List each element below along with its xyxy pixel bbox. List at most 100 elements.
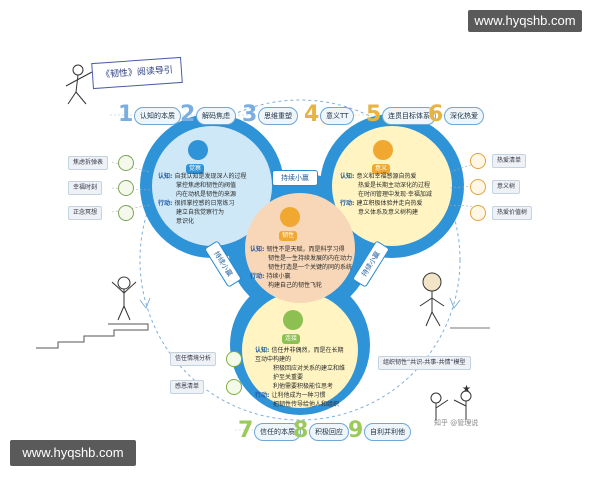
- blob-line-text: 意义和幸福感源自热爱: [356, 173, 417, 180]
- blob-line-text: 信任并非偶然，而是在长期互动中构建的: [255, 347, 344, 363]
- tool-tag: 信任情境分析: [170, 352, 217, 366]
- blob-line: 行动: 让利他成为一种习惯: [255, 391, 349, 400]
- tool-icon: [226, 351, 242, 367]
- figure-top-left: [65, 64, 93, 105]
- blob-line: 热爱是长期主动深化的过程: [340, 181, 450, 190]
- blob-line-key: 认知:: [340, 173, 357, 180]
- blob-line-key: 行动:: [250, 273, 267, 280]
- tool-tag: 意义树: [492, 180, 521, 194]
- blob-line: 韧性打造是一个关键的同的系统: [250, 263, 354, 272]
- tool-icon: [470, 179, 486, 195]
- step-label: 自利并利他: [364, 423, 411, 441]
- figure-right: [419, 272, 490, 329]
- step-label: 认知的本质: [134, 107, 181, 125]
- blob-line: 行动: 很抓掌控感的日常练习: [158, 199, 266, 208]
- step-label: 思维重塑: [258, 107, 298, 125]
- step-number: 3: [242, 102, 258, 127]
- step-number: 7: [238, 418, 254, 443]
- blob-left-badge: 觉察: [186, 164, 205, 174]
- blob-line: 积极回应对关系的建立和维护至关重要: [255, 364, 349, 382]
- step-number: 2: [180, 102, 196, 127]
- blob-center-badge: 韧性: [279, 231, 298, 241]
- blob-line: 行动: 建立积极体验并走向热爱: [340, 199, 450, 208]
- bottom-right-tag: 组织韧性“共识-共事-共情”模型: [378, 356, 471, 370]
- step-label: 连贯目标体系: [382, 107, 436, 125]
- blob-line-text: 建立积极体验并走向热爱: [356, 200, 423, 207]
- banner-top: 持续小赢: [272, 170, 318, 186]
- blob-line-text: 很抓掌控感的日常练习: [174, 200, 235, 207]
- watermark-top: www.hyqshb.com: [468, 10, 582, 32]
- tool-tag: 热爱清单: [492, 154, 527, 168]
- outer-dashed-ring: [139, 99, 461, 421]
- blob-line: 韧性是一生持续发展的内在动力: [250, 254, 354, 263]
- blob-line-text: 掌控焦虑和韧性的阀值: [176, 182, 237, 189]
- ring-arrow-right: [449, 297, 461, 310]
- blob-line-text: 意识化: [176, 218, 195, 225]
- tool-tag: 热爱价值树: [492, 206, 533, 220]
- blob-line: 意义体系及意义树构建: [340, 208, 450, 217]
- blob-line-text: 持续小赢: [266, 273, 291, 280]
- tool-tag: 正念冥想: [68, 206, 103, 220]
- watermark-bottom: www.hyqshb.com: [10, 440, 136, 466]
- blob-line-text: 韧性不是天赋，而是科学习得: [266, 246, 345, 253]
- blob-line: 内在动机是韧性的来源: [158, 190, 266, 199]
- blob-line-text: 热爱是长期主动深化的过程: [358, 182, 431, 189]
- blob-right-fill: [332, 126, 452, 246]
- tool-icon: [118, 155, 134, 171]
- blob-line: 掌控焦虑和韧性的阀值: [158, 181, 266, 190]
- blob-line-text: 积极回应对关系的建立和维护至关重要: [273, 365, 346, 381]
- ring-arrow-left: [139, 297, 151, 310]
- step-number: 6: [428, 102, 444, 127]
- figure-bottom-right: [430, 390, 472, 420]
- step-number: 5: [366, 102, 382, 127]
- blob-left-text: 认知: 自我认知是发现深人的过程掌控焦虑和韧性的阀值内在动机是韧性的来源行动: …: [158, 172, 266, 226]
- blob-line-text: 韧性打造是一个关键的同的系统: [268, 264, 353, 271]
- blob-line-text: 让利他成为一种习惯: [271, 392, 326, 399]
- step-label: 意义TT: [320, 107, 355, 125]
- blob-line-key: 认知:: [255, 347, 272, 354]
- blob-right-badge: 意义: [372, 164, 391, 174]
- step-number: 9: [348, 418, 364, 443]
- step-label: 深化热爱: [444, 107, 484, 125]
- tool-icon: [470, 153, 486, 169]
- blob-line-text: 构建自己的韧性飞轮: [268, 282, 323, 289]
- source-credit: 知乎 @管理说: [434, 419, 479, 427]
- blob-bottom-text: 认知: 信任并非偶然，而是在长期互动中构建的积极回应对关系的建立和维护至关重要利…: [255, 346, 349, 409]
- blob-center-badge-circle: [280, 207, 300, 227]
- blob-line: 把韧性传导给他人和组织: [255, 400, 349, 409]
- tool-icon: [226, 379, 242, 395]
- blob-line-key: 行动:: [255, 392, 272, 399]
- blob-bottom-fill: [242, 292, 358, 408]
- blob-line: 认知: 韧性不是天赋，而是科学习得: [250, 245, 354, 254]
- blob-left-badge-circle: [188, 140, 208, 160]
- blob-line: 认知: 意义和幸福感源自热爱: [340, 172, 450, 181]
- blob-center-fill: [245, 193, 355, 303]
- blob-left-fill: [152, 126, 272, 246]
- blob-bottom-badge-circle: [283, 310, 303, 330]
- star-icon: ★: [462, 384, 471, 395]
- blob-line-text: 把韧性传导给他人和组织: [273, 401, 340, 408]
- blob-line-key: 行动:: [158, 200, 175, 207]
- blob-line-key: 行动:: [340, 200, 357, 207]
- step-label: 积极回应: [309, 423, 349, 441]
- blob-line-text: 意义体系及意义树构建: [358, 209, 419, 216]
- step-number: 1: [118, 102, 134, 127]
- tool-icon: [470, 205, 486, 221]
- blob-line-text: 韧性是一生持续发展的内在动力: [268, 255, 353, 262]
- step-label: 信任的本质: [254, 423, 301, 441]
- step-number: 8: [293, 418, 309, 443]
- tool-icon: [118, 180, 134, 196]
- blob-line: 在时间管理中发现·幸福加减: [340, 190, 450, 199]
- blob-line-text: 内在动机是韧性的来源: [176, 191, 237, 198]
- blob-line-text: 在时间管理中发现·幸福加减: [358, 191, 432, 198]
- blob-center-text: 认知: 韧性不是天赋，而是科学习得韧性是一生持续发展的内在动力韧性打造是一个关键…: [250, 245, 354, 290]
- tool-tag: 焦虑拆弹表: [68, 156, 109, 170]
- blob-right-badge-circle: [373, 140, 393, 160]
- blob-line: 行动: 持续小赢: [250, 272, 354, 281]
- blob-line-key: 认知:: [250, 246, 267, 253]
- blob-line-text: 建立自我觉察行为: [176, 209, 225, 216]
- blob-line: 利他需要积极能位思考: [255, 382, 349, 391]
- blob-line: 构建自己的韧性飞轮: [250, 281, 354, 290]
- blob-bottom-badge: 连接: [282, 334, 301, 344]
